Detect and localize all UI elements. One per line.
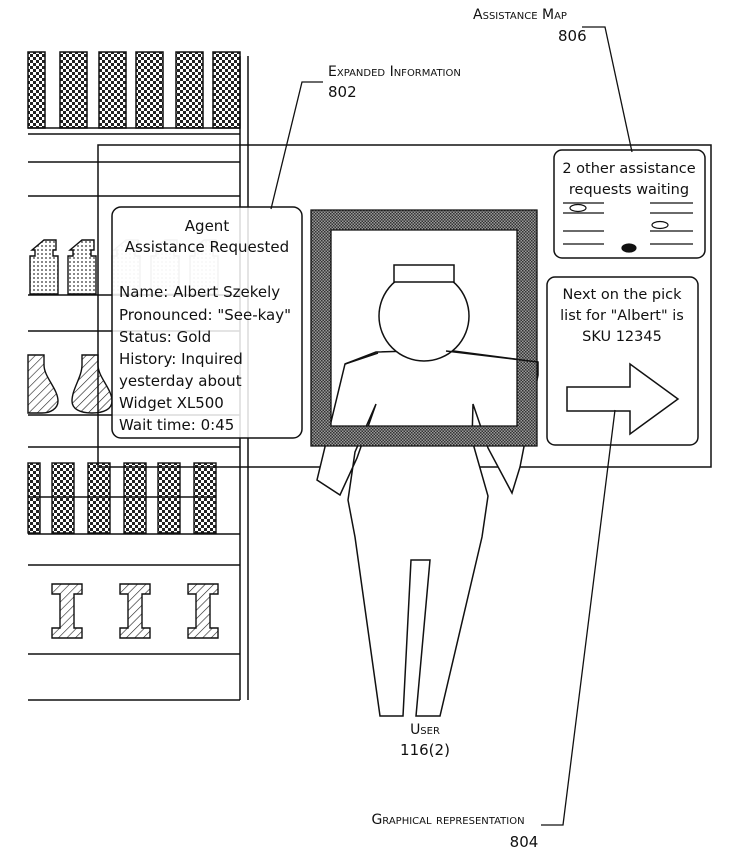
callout-graphical-representation: Graphical representation 804 [371,812,538,851]
current-user-marker [621,243,637,253]
mini-map [563,202,693,253]
customer-pronunciation: Pronounced: "See-kay" [119,306,291,324]
pick-list-line1: Next on the pick [562,287,682,303]
user-figure [316,349,539,717]
customer-history-line1: History: Inquired [119,350,243,368]
expanded-information-panel: Agent Assistance Requested Name: Albert … [111,206,303,439]
callout-number: 806 [558,27,587,45]
arrow-right-icon [566,362,680,436]
pick-list-line2: list for "Albert" is [560,308,684,324]
callout-expanded-information: Expanded Information 802 [328,64,461,101]
shelf-items-boxes [27,462,217,534]
leader-expanded-information [270,81,323,210]
callout-number: 802 [328,83,357,101]
pick-list-sku: SKU 12345 [582,329,662,345]
assistance-map-panel: 2 other assistance requests waiting [553,149,706,259]
customer-history-line2: yesterday about [119,372,242,390]
avatar-shoulders [344,350,539,365]
waiting-request-marker [569,203,587,213]
avatar-head [378,264,470,362]
panel-heading-line2: Assistance Requested [125,238,289,256]
callout-title: Graphical representation [371,812,524,828]
callout-title: Expanded Information [328,64,461,80]
customer-status: Status: Gold [119,328,211,346]
panel-heading-line1: Agent [185,217,230,235]
leader-graphical-representation [541,409,616,826]
shelf-items-ibeams [51,583,219,639]
callout-number: 116(2) [400,741,450,759]
pick-list-panel: Next on the pick list for "Albert" is SK… [546,276,699,446]
callout-title: Assistance Map [473,7,567,23]
callout-leaders [270,26,633,826]
callout-user: User 116(2) [400,722,450,759]
shelf-items-top-row [27,51,241,129]
waiting-request-marker [651,220,669,230]
customer-name: Name: Albert Szekely [119,283,280,301]
customer-history-line3: Widget XL500 [119,394,224,412]
shelf-items-bells [27,354,113,414]
callout-title: User [410,722,440,738]
wait-time: Wait time: 0:45 [119,416,234,434]
leader-assistance-map [582,26,633,153]
callout-number: 804 [510,833,539,851]
callout-assistance-map: Assistance Map 806 [473,7,587,45]
graphical-representation [310,209,539,447]
assistance-map-line2: requests waiting [569,182,689,198]
user-body [316,349,539,717]
assistance-map-line1: 2 other assistance [562,161,695,177]
